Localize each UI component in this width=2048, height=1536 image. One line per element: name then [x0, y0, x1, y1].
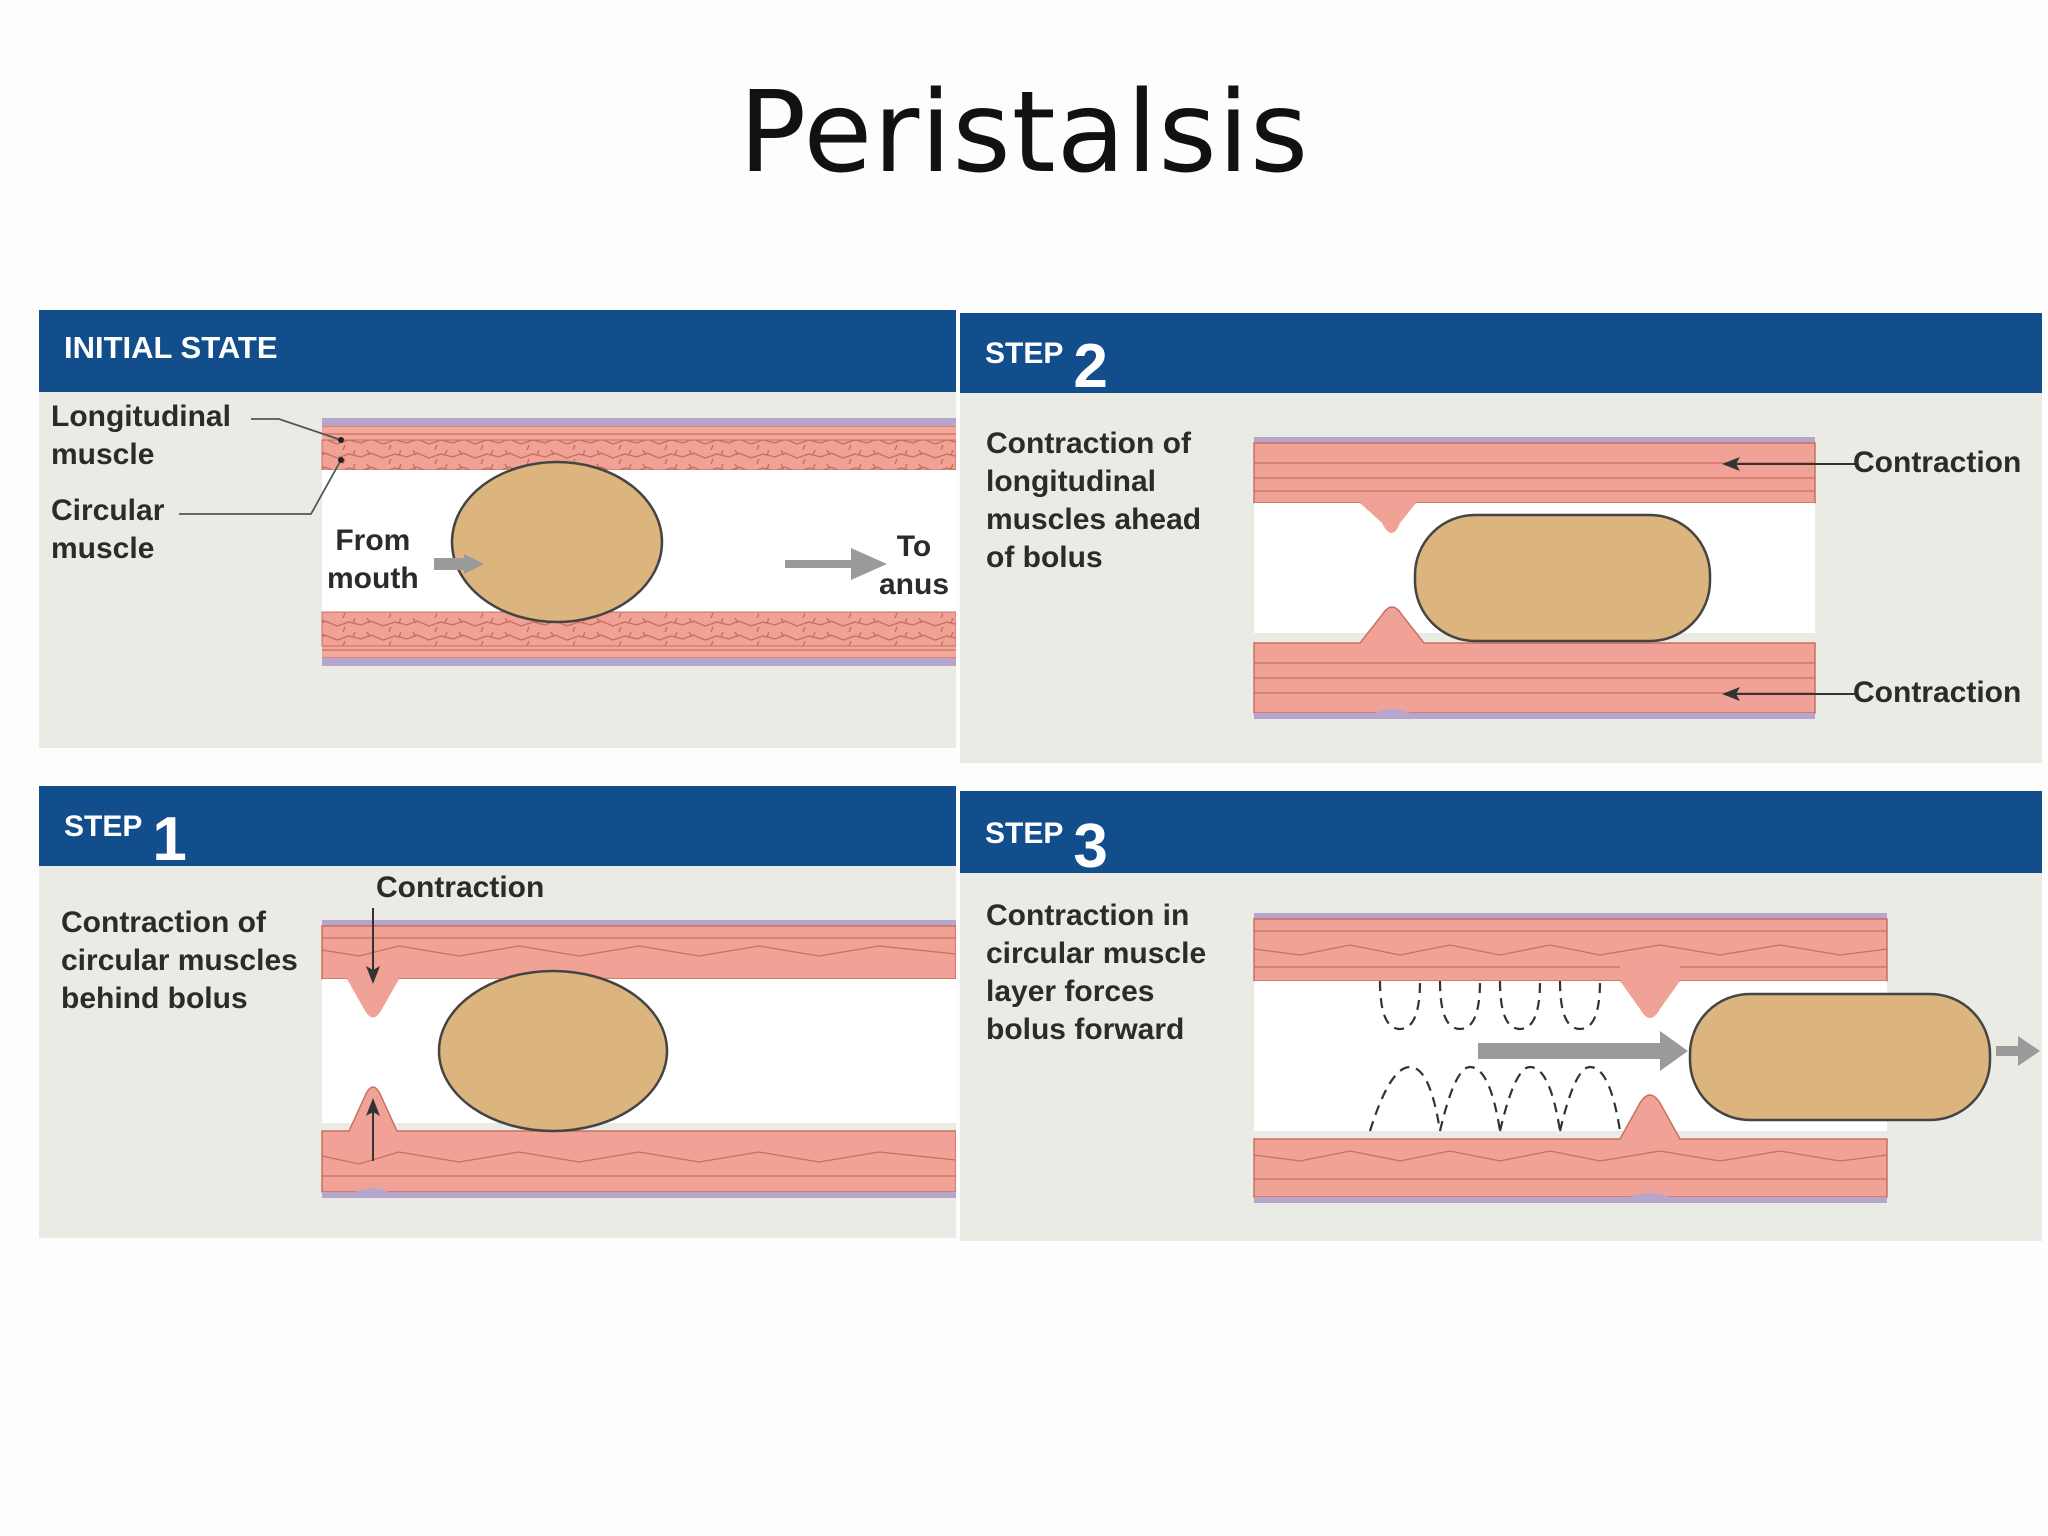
step-number: 1 [152, 805, 187, 874]
bolus [1413, 513, 1712, 643]
step-word: STEP [985, 337, 1064, 370]
panel-header: STEP 2 [960, 313, 2042, 401]
panel-initial-state: INITIAL STATE [39, 310, 956, 748]
circular-muscle-layer [1253, 606, 1816, 714]
circular-muscle-layer [321, 611, 956, 647]
serosa-layer [322, 418, 956, 426]
step-number: 3 [1073, 812, 1108, 881]
bolus-forward-arrow [1478, 1031, 1688, 1071]
bolus [437, 969, 669, 1133]
bolus [450, 460, 664, 624]
serosa-layer [1254, 913, 1887, 919]
from-mouth-label: From mouth [327, 524, 419, 595]
contraction-label: Contraction [376, 871, 545, 904]
digestive-tract-diagram [179, 418, 956, 666]
panel-header: INITIAL STATE [39, 310, 956, 392]
previous-contraction-waves-top [1378, 980, 1602, 1031]
from-mouth-arrow-shaft [434, 558, 466, 570]
from-mouth-arrow [434, 554, 484, 574]
step-number: 2 [1073, 332, 1108, 401]
step-description: Contraction of circular muscles behind b… [61, 906, 298, 1015]
step-word: STEP [64, 810, 143, 843]
serosa-layer [322, 920, 956, 926]
circular-muscle-label: Circular muscle [51, 494, 165, 565]
slide-title: Peristalsis [738, 68, 1310, 198]
previous-contraction-waves-bottom [1368, 1065, 1622, 1132]
circular-muscle-layer [322, 646, 956, 658]
digestive-tract-diagram [1253, 437, 1858, 719]
panel-header: STEP 1 [39, 786, 956, 874]
step-description: Contraction in circular muscle layer for… [986, 899, 1207, 1046]
bolus [1688, 992, 1992, 1122]
digestive-tract-diagram [1253, 913, 2040, 1203]
panel-title: INITIAL STATE [64, 330, 278, 365]
step-word: STEP [985, 817, 1064, 850]
panel-step-2: STEP 2 Contraction of longitudinal muscl… [960, 313, 2042, 763]
to-anus-arrow [785, 548, 887, 580]
longitudinal-muscle-layer [322, 426, 956, 440]
longitudinal-leader-line [251, 418, 342, 441]
panel-step-3: STEP 3 Contraction in circular muscle la… [960, 791, 2042, 1241]
circular-leader-line [179, 459, 342, 515]
step-description: Contraction of longitudinal muscles ahea… [986, 427, 1202, 574]
lumen-constriction [1360, 503, 1416, 533]
longitudinal-muscle-label: Longitudinal muscle [51, 400, 231, 471]
circular-muscle-layer [321, 439, 956, 471]
serosa-layer [322, 1188, 956, 1198]
serosa-layer [322, 658, 956, 666]
serosa-layer [1254, 709, 1815, 719]
to-anus-label: To anus [879, 530, 950, 601]
panel-step-1: STEP 1 Contraction of circular muscles b… [39, 786, 956, 1238]
contraction-label-top: Contraction [1853, 446, 2022, 479]
circular-muscle-layer [321, 1086, 956, 1193]
serosa-layer [1254, 1193, 1887, 1203]
exit-arrow [1996, 1036, 2040, 1066]
contraction-label-bottom: Contraction [1853, 676, 2022, 709]
digestive-tract-diagram [321, 908, 956, 1198]
panel-header: STEP 3 [960, 791, 2042, 881]
serosa-layer [1254, 437, 1815, 443]
circular-muscle-layer [1253, 1094, 1888, 1198]
